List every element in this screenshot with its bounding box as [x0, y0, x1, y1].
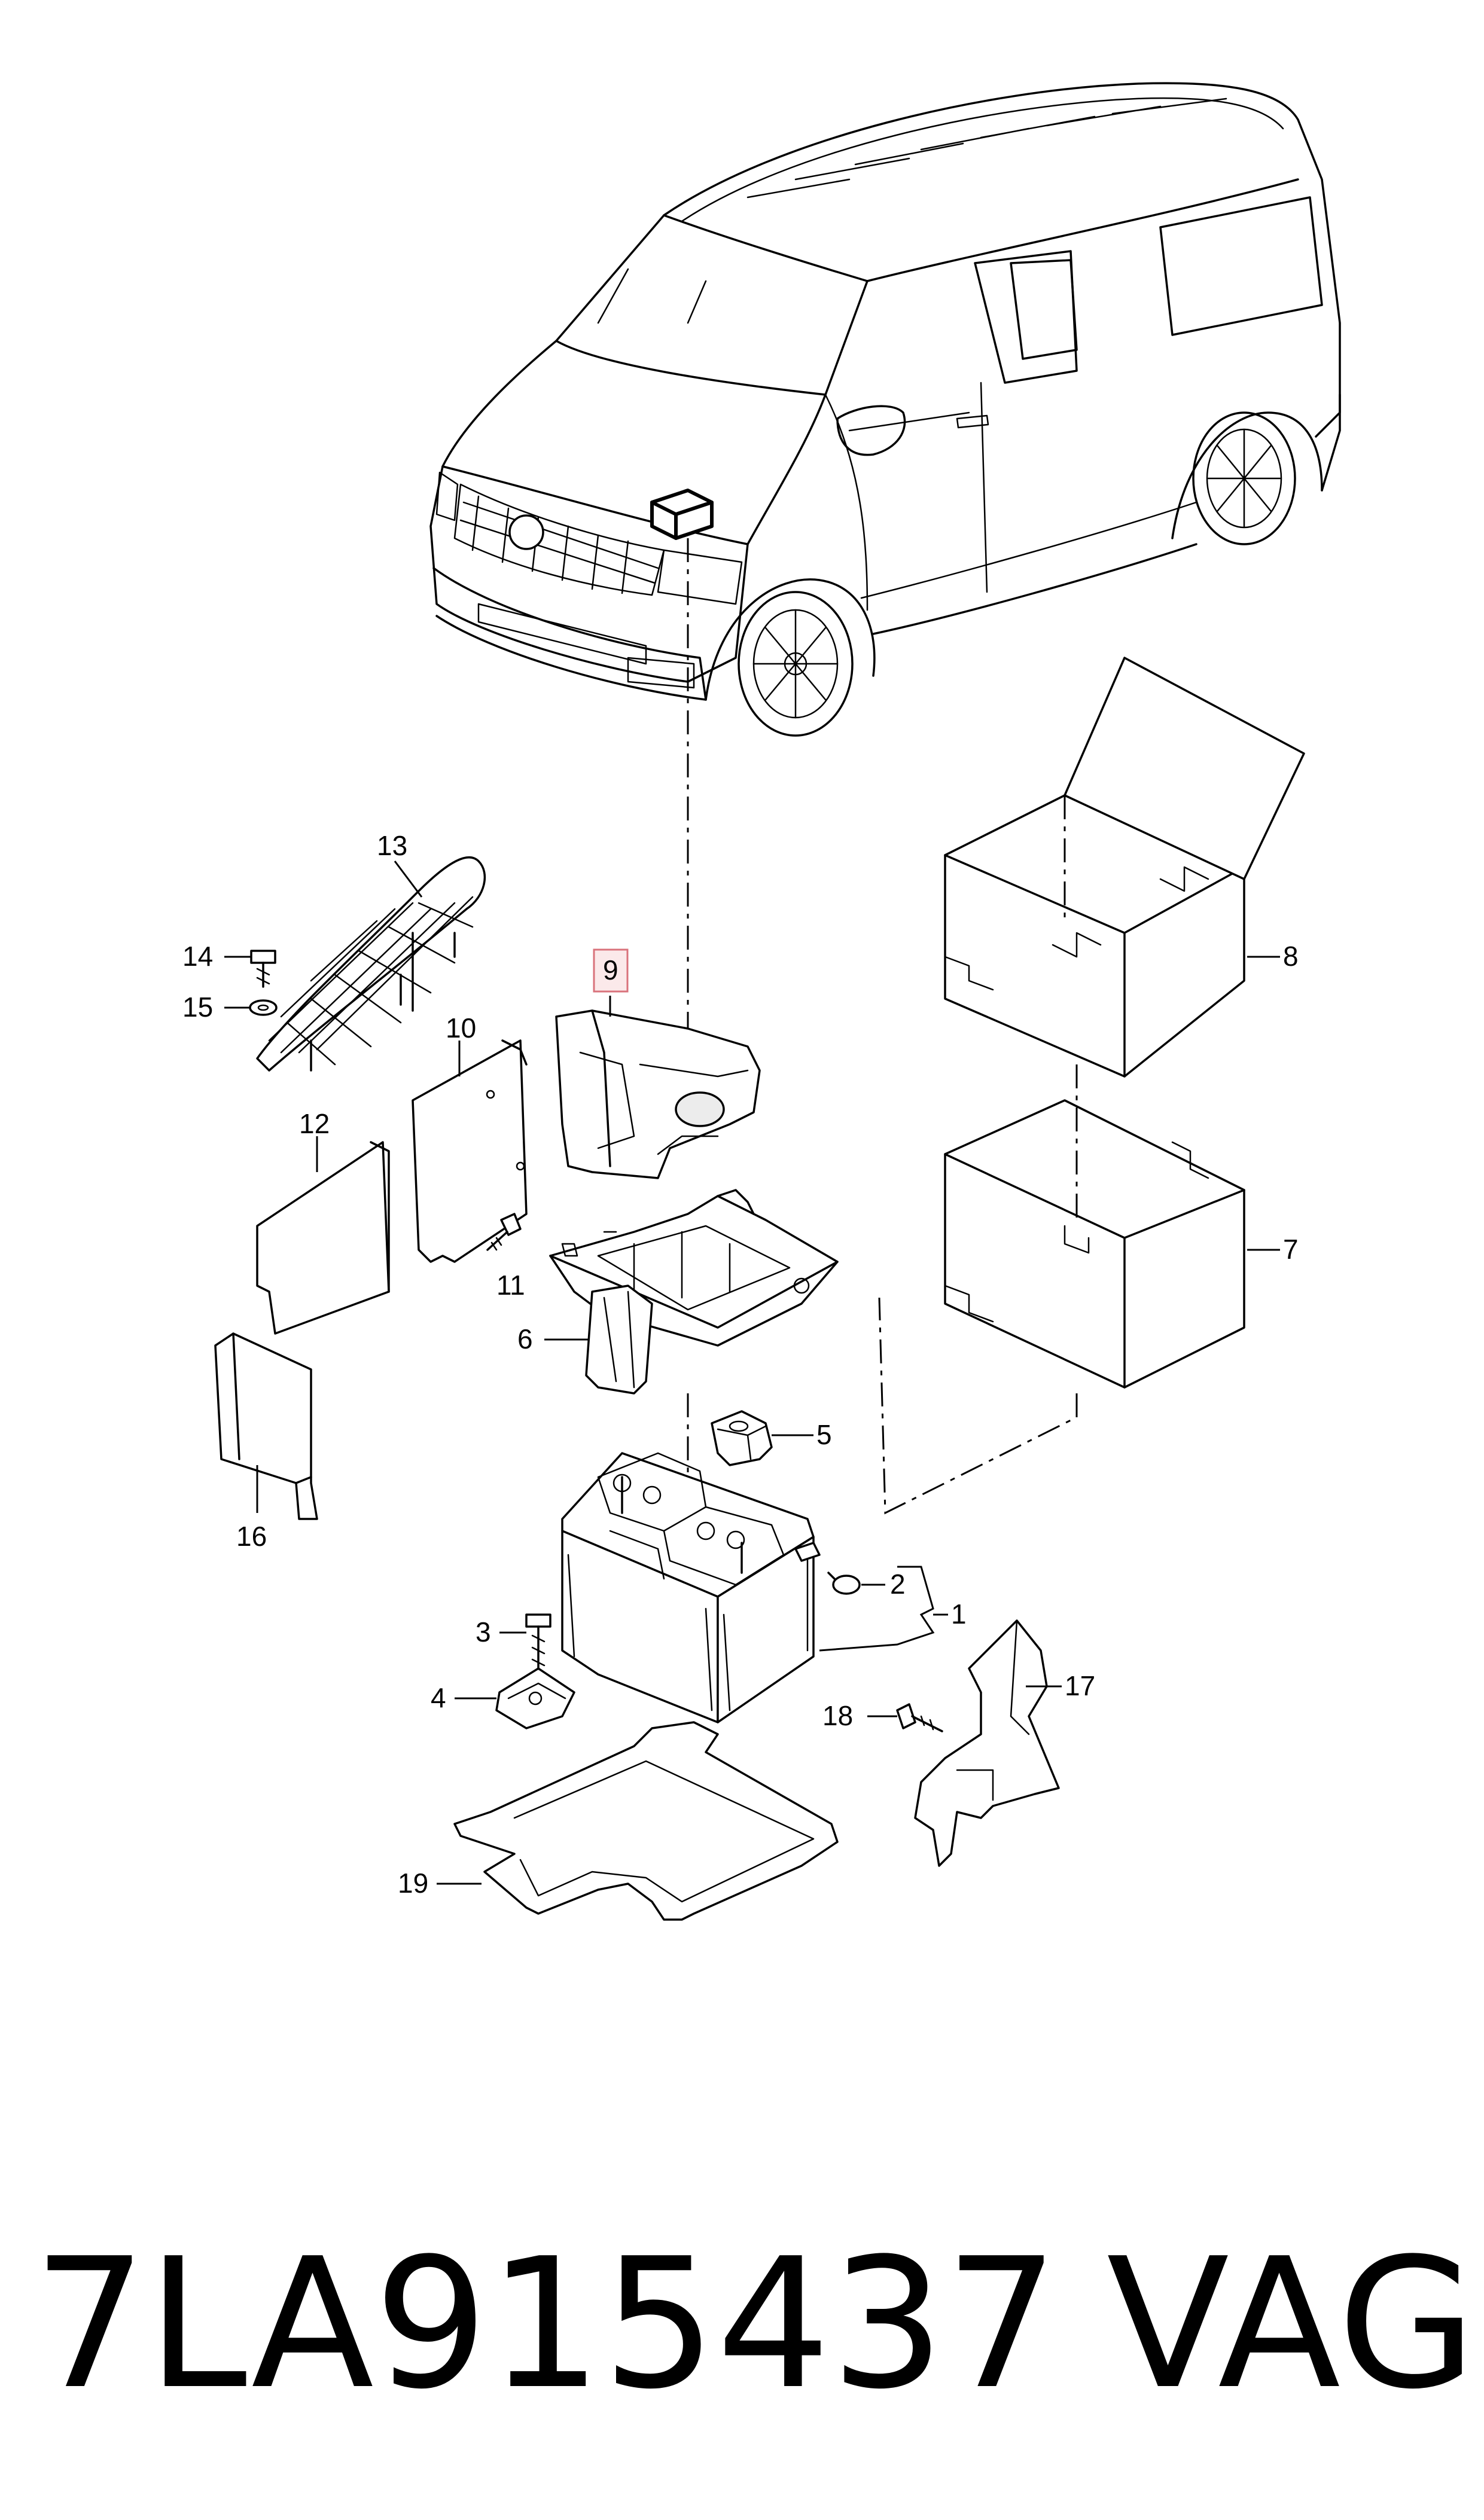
part-12-panel — [256, 1141, 390, 1335]
callout-9-highlight — [593, 948, 629, 993]
callout-2: 2 — [890, 1569, 906, 1600]
part-14-bolt — [250, 950, 276, 988]
callout-7: 7 — [1283, 1234, 1299, 1265]
callout-16: 16 — [236, 1521, 267, 1552]
callout-1: 1 — [951, 1598, 967, 1630]
part-2-plug — [827, 1572, 861, 1595]
part-19-mat — [453, 1721, 839, 1921]
callout-15: 15 — [182, 991, 213, 1023]
part-number: 7LA915437 — [33, 2220, 1059, 2429]
callout-9: 9 — [603, 954, 618, 986]
part-3-bolt — [525, 1613, 551, 1670]
callout-18: 18 — [822, 1700, 853, 1731]
van-illustration — [429, 82, 1341, 737]
callout-4: 4 — [431, 1682, 446, 1713]
part-11-screw — [486, 1213, 522, 1251]
callout-11: 11 — [496, 1270, 525, 1301]
part-1-battery — [561, 1452, 821, 1723]
callout-5: 5 — [816, 1419, 832, 1450]
callout-13: 13 — [377, 830, 407, 861]
brand-name: VAG — [1107, 2220, 1476, 2429]
callout-17: 17 — [1065, 1670, 1095, 1701]
part-13-cover — [256, 856, 486, 1072]
callout-3: 3 — [476, 1616, 491, 1648]
part-5-terminal-cover — [711, 1410, 773, 1466]
callout-14: 14 — [182, 941, 213, 972]
part-18-screw — [896, 1703, 943, 1732]
callout-8: 8 — [1283, 941, 1299, 972]
part-8-battery-cover-box — [944, 657, 1305, 1078]
part-16-panel — [214, 1332, 318, 1520]
part-17-shield — [914, 1619, 1060, 1867]
part-7-battery-box — [944, 1064, 1245, 1389]
part-9-battery-guard — [555, 1009, 761, 1179]
callout-6: 6 — [517, 1323, 533, 1354]
callout-12: 12 — [299, 1108, 330, 1139]
part-15-washer — [249, 999, 278, 1016]
part-4-clamp — [495, 1667, 575, 1729]
callout-10: 10 — [446, 1012, 476, 1044]
callout-19: 19 — [398, 1868, 428, 1899]
part-6-battery-tray — [549, 1189, 839, 1395]
part-10-panel — [412, 1039, 528, 1263]
